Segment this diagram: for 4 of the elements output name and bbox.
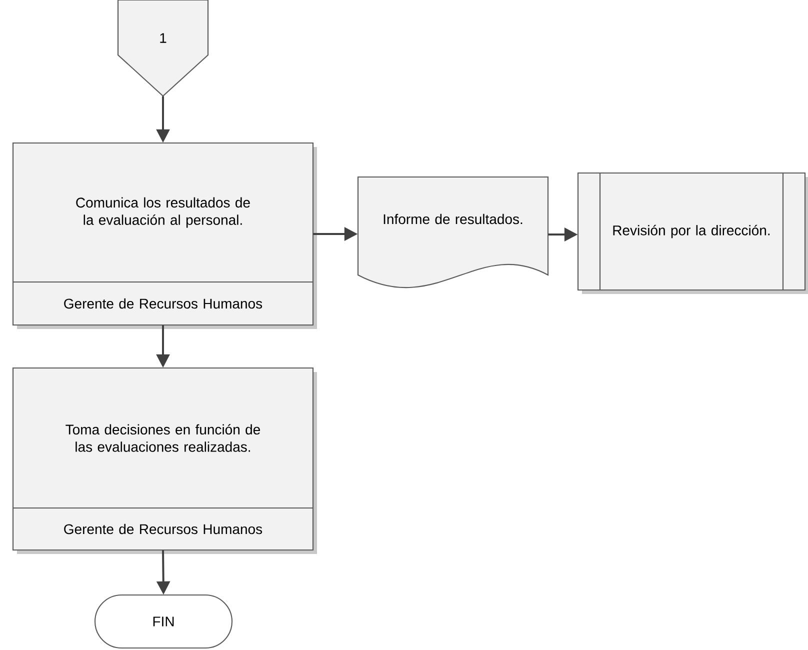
- off-page-connector: 1: [117, 0, 209, 97]
- process-box: Toma decisiones en función de las evaluaciones realizadas. Gerente de Recursos Humanos: [12, 367, 317, 554]
- predefined-process-box: Revisión por la dirección.: [577, 172, 808, 294]
- process-box: Comunica los resultados de la evaluación al personal. Gerente de Recursos Humanos: [12, 142, 317, 329]
